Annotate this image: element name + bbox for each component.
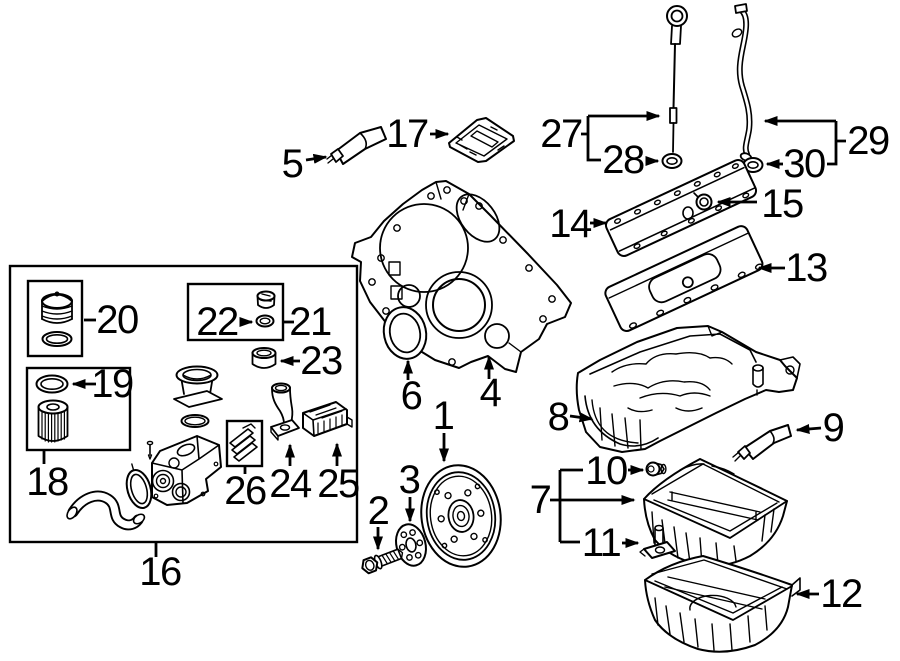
part-23-bushing (251, 347, 277, 369)
part-callout-15: 15 (761, 182, 804, 226)
part-5-sealant-tube (326, 126, 387, 165)
part-25-insert (302, 401, 353, 437)
leader-lines (42, 111, 846, 599)
part-callout-2: 2 (367, 489, 390, 533)
part-callout-6: 6 (400, 374, 423, 418)
part-callout-1: 1 (432, 394, 455, 438)
part-callout-22: 22 (196, 300, 239, 344)
part-7-oil-pan (643, 458, 788, 567)
part-callout-17: 17 (386, 112, 429, 156)
part-29-dipstick-tube (731, 3, 753, 162)
part-callout-7: 7 (529, 478, 552, 522)
part-16-funnel (173, 365, 223, 428)
part-callout-3: 3 (398, 458, 421, 502)
leader-7-bracket (558, 468, 583, 544)
part-16-gasket (125, 463, 153, 510)
part-17-gasket (448, 117, 515, 163)
part-16-filter-housing (146, 435, 222, 506)
part-27-dipstick (666, 5, 688, 153)
part-2-bolt (361, 548, 404, 575)
leader-5 (305, 153, 328, 164)
part-callout-14: 14 (549, 202, 592, 246)
leader-8 (569, 412, 594, 423)
box-part-26 (225, 419, 264, 468)
part-callout-21: 21 (289, 300, 332, 344)
leader-29-bracket (827, 121, 846, 166)
part-28-seal (661, 153, 683, 169)
part-callout-28: 28 (602, 138, 645, 182)
part-11-baffle-bolt (639, 524, 676, 559)
part-6-crankshaft-seal (382, 306, 428, 360)
box-assembly-16 (8, 264, 359, 544)
part-callout-13: 13 (785, 246, 828, 290)
part-19-oring (35, 374, 69, 394)
part-9-sealant-tube (732, 424, 792, 462)
leader-27-bracket (581, 116, 601, 162)
box-parts-21-22 (186, 282, 285, 342)
part-callout-16: 16 (139, 550, 182, 594)
part-3-drive-plate (395, 523, 427, 567)
box-parts-18-19 (25, 366, 132, 452)
part-callout-29: 29 (847, 119, 890, 163)
part-20-filler-cap (41, 291, 73, 347)
part-13-valve-cover (604, 225, 764, 332)
part-callout-4: 4 (479, 371, 502, 415)
part-21-plug (256, 290, 276, 309)
part-26-plates (229, 423, 258, 462)
part-24-oil-pipe (270, 382, 300, 441)
part-callout-25: 25 (317, 462, 360, 506)
box-part-20 (26, 279, 84, 358)
part-15-cap (693, 192, 713, 211)
part-30-seal (742, 157, 764, 173)
part-callout-23: 23 (300, 339, 343, 383)
part-18-filter-element (37, 399, 69, 443)
part-callout-5: 5 (281, 142, 304, 186)
part-callout-30: 30 (783, 142, 826, 186)
part-callout-24: 24 (269, 462, 312, 506)
part-4-timing-cover (351, 180, 572, 373)
part-14-valve-cover (604, 159, 758, 257)
part-12-oil-pan-lower (644, 555, 801, 653)
part-callout-11: 11 (581, 521, 622, 565)
part-callout-18: 18 (26, 460, 69, 504)
part-callout-20: 20 (96, 298, 139, 342)
group-boxes (8, 264, 359, 544)
part-callout-26: 26 (224, 469, 267, 513)
part-callout-12: 12 (820, 572, 863, 616)
part-16-hose (66, 490, 146, 531)
part-22-seal (255, 314, 275, 328)
part-callout-19: 19 (91, 362, 134, 406)
part-10-drain-plug (645, 461, 667, 477)
part-1-flywheel (420, 464, 502, 568)
part-callout-8: 8 (547, 395, 570, 439)
part-8-oil-pan-upper (575, 325, 801, 453)
leader-9 (795, 423, 822, 434)
part-callout-10: 10 (585, 449, 628, 493)
part-callout-27: 27 (540, 112, 583, 156)
part-callout-9: 9 (822, 406, 845, 450)
